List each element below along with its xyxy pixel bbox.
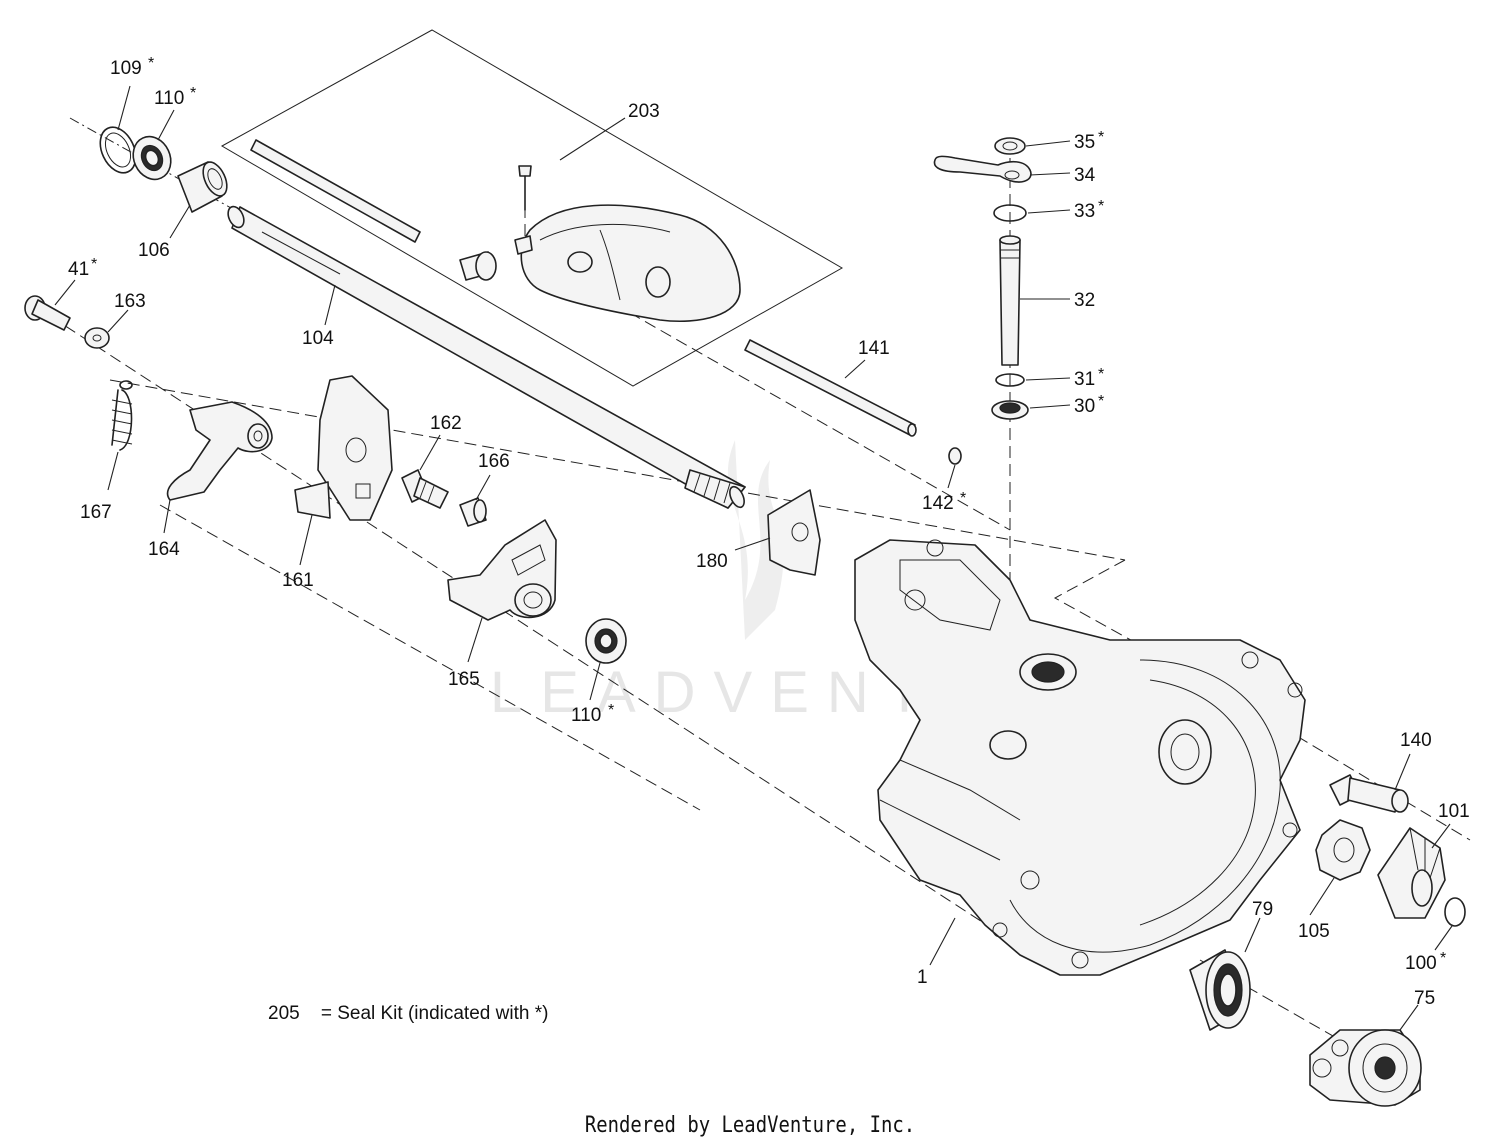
callout-star: * (608, 702, 614, 719)
callout-label: 161 (282, 570, 314, 591)
part-1-transmission-housing (854, 539, 1306, 976)
callout-label: 110 (571, 705, 601, 726)
callout-label: 31 (1074, 369, 1095, 390)
callout-label: 165 (448, 669, 480, 690)
callout-label: 110 (154, 88, 184, 109)
callout-label: 75 (1414, 988, 1435, 1009)
part-32-control-shaft (999, 235, 1021, 366)
callout-label: 33 (1074, 201, 1095, 222)
part-164-bracket (166, 401, 273, 501)
callout-label: 106 (138, 240, 170, 261)
part-110-seal-upper (132, 135, 172, 181)
callout-leader-lines (54, 85, 1453, 1031)
callout-label: 164 (148, 539, 180, 560)
callout-star: * (1098, 366, 1104, 383)
callout-label: 35 (1074, 132, 1095, 153)
part-140-plug (1329, 774, 1409, 813)
part-166-spacer (459, 497, 487, 527)
callout-label: 109 (110, 58, 142, 79)
part-110-seal-lower (585, 618, 627, 664)
callout-label: 41 (68, 259, 89, 280)
callout-label: 32 (1074, 290, 1095, 311)
part-167-spring (111, 380, 133, 451)
part-142-washer (948, 447, 962, 465)
callout-label: 101 (1438, 801, 1470, 822)
callout-label: 203 (628, 101, 660, 122)
part-100-retaining-ring (1444, 897, 1466, 927)
part-33-retaining-ring (993, 204, 1027, 222)
callout-labels: 109 * 110 * 106 41 * 163 104 203 35 * 34… (68, 55, 1470, 1009)
callout-label: 100 (1405, 953, 1437, 974)
part-162-bolt (401, 469, 449, 509)
legend-number: 205 (268, 1003, 300, 1024)
part-165-lever (447, 519, 557, 621)
callout-label: 79 (1252, 899, 1273, 920)
part-203-cover-assembly (250, 139, 741, 323)
part-161-plate (294, 375, 393, 521)
part-31-retaining-ring (995, 373, 1025, 387)
callout-label: 1 (917, 967, 928, 988)
part-106-bushing (177, 161, 228, 213)
callout-label: 105 (1298, 921, 1330, 942)
callout-label: 141 (858, 338, 890, 359)
assembly-box-203 (220, 29, 844, 387)
callout-label: 166 (478, 451, 510, 472)
part-41-pin (24, 295, 71, 331)
part-34-control-arm (933, 155, 1032, 183)
callout-star: * (960, 490, 966, 507)
callout-label: 167 (80, 502, 112, 523)
part-180-bracket (767, 489, 821, 576)
callout-star: * (91, 256, 97, 273)
callout-star: * (190, 85, 196, 102)
callout-label: 163 (114, 291, 146, 312)
part-35-washer (994, 137, 1026, 155)
part-75-cylinder-block (1309, 1029, 1422, 1107)
part-30-seal (991, 400, 1029, 420)
callout-star: * (1098, 129, 1104, 146)
rendered-by-footer: Rendered by LeadVenture, Inc. (584, 1113, 916, 1138)
part-104-axle-shaft (227, 205, 746, 509)
part-141-rod (744, 339, 917, 437)
part-109-retaining-ring (99, 126, 137, 174)
callout-label: 34 (1074, 165, 1096, 186)
callout-label: 30 (1074, 396, 1095, 417)
callout-label: 142 (922, 493, 954, 514)
callout-label: 104 (302, 328, 334, 349)
callout-star: * (1098, 198, 1104, 215)
callout-star: * (1098, 393, 1104, 410)
part-101-bevel-gear (1377, 827, 1446, 919)
legend-description: = Seal Kit (indicated with *) (320, 1003, 549, 1024)
seal-kit-legend: 205 = Seal Kit (indicated with *) (268, 1003, 548, 1025)
callout-label: 162 (430, 413, 462, 434)
callout-label: 140 (1400, 730, 1432, 751)
callout-star: * (1440, 950, 1446, 967)
part-79-seal (1189, 949, 1251, 1031)
callout-star: * (148, 55, 154, 72)
part-163-washer (84, 327, 110, 349)
callout-label: 180 (696, 551, 728, 572)
part-105-gear (1315, 819, 1371, 881)
